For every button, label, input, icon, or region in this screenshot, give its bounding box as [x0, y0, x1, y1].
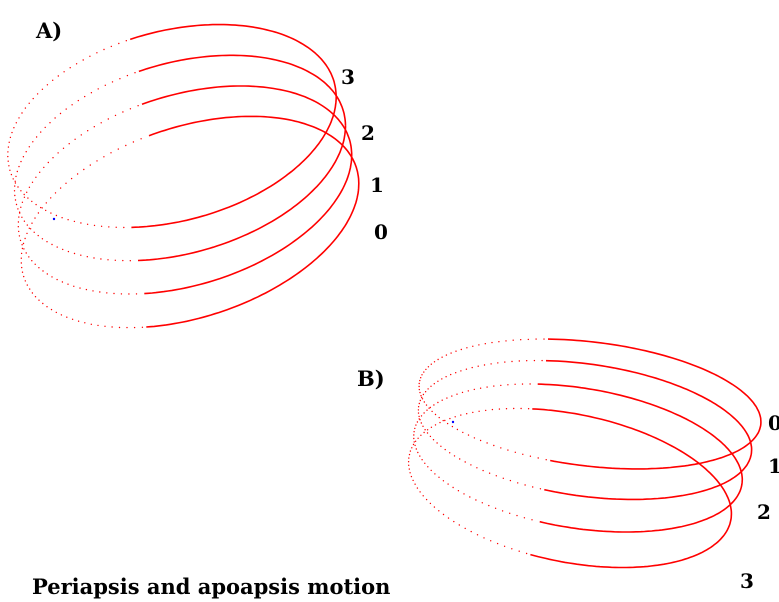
- panel-b-focus-dot: [451, 420, 455, 424]
- panel-b-orbits: [407, 338, 762, 569]
- panel-a-orbit-label-3: 3: [341, 65, 355, 89]
- panel-b-orbit-0-solid: [547, 338, 762, 470]
- panel-b-label: B): [357, 366, 385, 391]
- panel-a-orbit-label-0: 0: [374, 220, 388, 244]
- panel-b-orbit-0-dotted: [418, 338, 547, 461]
- figure-caption: Periapsis and apoapsis motion: [32, 574, 391, 599]
- panel-b-orbit-3-dotted: [407, 407, 530, 555]
- panel-a-orbits: [7, 23, 360, 329]
- panel-a-label: A): [36, 18, 63, 43]
- panel-a-orbit-1-dotted: [17, 105, 139, 295]
- panel-b-orbit-1-dotted: [417, 359, 543, 490]
- panel-b-orbit-label-0: 0: [768, 411, 779, 435]
- panel-b-orbit-2-solid: [537, 383, 744, 533]
- panel-a-orbit-3-solid: [129, 23, 337, 229]
- panel-b-orbit-1-solid: [544, 359, 753, 501]
- panel-a-focus-dot: [52, 217, 56, 221]
- panel-a-orbit-1-solid: [141, 85, 353, 295]
- panel-a-orbit-label-1: 1: [370, 173, 384, 197]
- panel-b-orbit-label-3: 3: [740, 569, 754, 593]
- panel-b-orbit-label-1: 1: [768, 454, 779, 478]
- panel-a-orbit-0-solid: [146, 115, 360, 328]
- panel-a-orbit-2-solid: [137, 54, 347, 262]
- panel-a-orbit-2-dotted: [13, 72, 136, 262]
- panel-b-orbit-label-2: 2: [757, 500, 771, 524]
- panel-b-orbit-3-solid: [530, 408, 733, 569]
- panel-b-orbit-2-dotted: [413, 383, 533, 521]
- panel-a-orbit-0-dotted: [20, 138, 144, 329]
- panel-a-orbit-3-dotted: [7, 40, 128, 229]
- panel-a-orbit-label-2: 2: [361, 121, 375, 145]
